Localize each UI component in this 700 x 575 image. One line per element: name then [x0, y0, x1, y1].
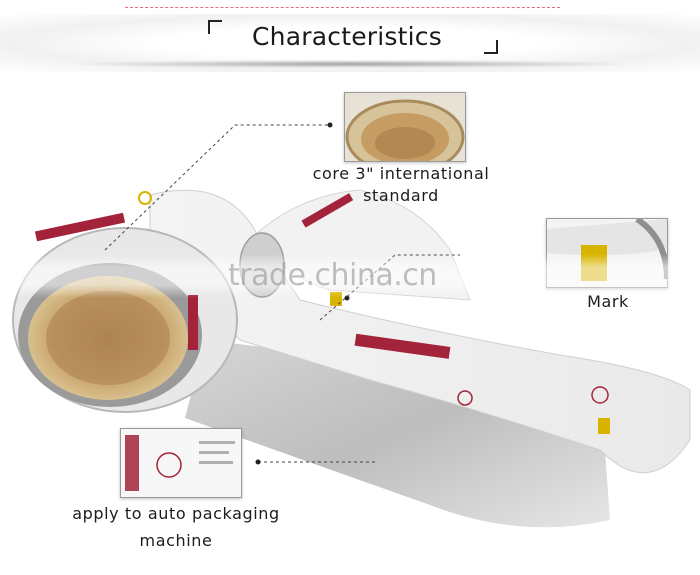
- roll-print-red-vertical: [188, 295, 198, 350]
- callout-dot-apply: [255, 459, 261, 465]
- strip-print-flower: [591, 386, 609, 404]
- title-banner-shadow: [80, 60, 620, 68]
- roll-print-yellow-logo: [138, 191, 152, 205]
- loop-print-red-text: [301, 193, 354, 228]
- top-dashed-divider: [125, 7, 560, 8]
- inset-core-closeup: [344, 92, 466, 162]
- watermark-band: [0, 254, 700, 298]
- title-corner-bracket-bottom-right: [484, 40, 498, 54]
- title-corner-bracket-top-left: [208, 20, 222, 34]
- inset-film-closeup: [120, 428, 242, 498]
- page-title: Characteristics: [252, 22, 442, 51]
- roll-core-inner-shadow: [46, 291, 170, 385]
- strip-print-red-text: [354, 333, 451, 359]
- callout-line-core: [104, 124, 330, 251]
- watermark-text: trade.china.cn: [228, 258, 437, 293]
- printed-film-strip: [149, 189, 691, 474]
- film-closeup-image: [121, 429, 241, 497]
- callout-label-core-line1: core 3" international: [312, 164, 490, 183]
- title-banner: [0, 14, 700, 72]
- strip-eye-mark-yellow-right: [598, 418, 610, 434]
- callout-label-core-line2: standard: [363, 186, 439, 205]
- roll-print-red-text: [34, 212, 126, 242]
- callout-dot-core: [327, 122, 333, 128]
- strip-print-flower-2: [457, 390, 473, 406]
- callout-label-apply-line2: machine: [139, 531, 213, 550]
- core-closeup-image: [345, 93, 465, 161]
- callout-label-apply-line1: apply to auto packaging: [72, 504, 280, 523]
